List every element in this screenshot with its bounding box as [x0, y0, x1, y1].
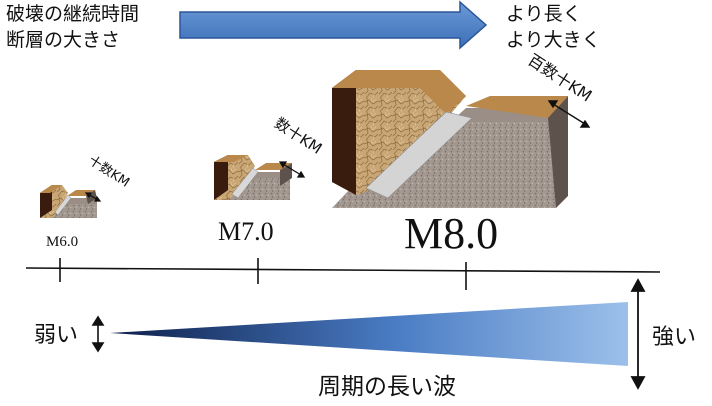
- header-right-line1: より長く: [506, 3, 582, 25]
- wave-intensity-wedge: [110, 302, 628, 366]
- fault-block-m7: [214, 155, 292, 200]
- weak-label: 弱い: [34, 323, 78, 348]
- strong-label: 強い: [652, 325, 696, 350]
- header-left-line1: 破壊の継続時間: [6, 3, 139, 25]
- length-arrow-m8: [547, 100, 591, 128]
- weak-amplitude-arrow: [91, 315, 105, 353]
- header-left-line2: 断層の大きさ: [6, 29, 120, 51]
- increase-arrow: [179, 0, 488, 50]
- magnitude-axis: [25, 258, 661, 290]
- fault-block-m8: [332, 70, 568, 208]
- length-arrow-m7: [278, 161, 306, 178]
- fault-block-m6: [40, 185, 97, 218]
- length-arrow-m6: [84, 192, 102, 202]
- length-label-m6: 十数KM: [85, 153, 132, 190]
- length-label-m7: 数十KM: [271, 114, 325, 158]
- magnitude-label-m6: M6.0: [46, 234, 78, 250]
- header-right-line2: より大きく: [506, 29, 601, 51]
- long-period-wave-label: 周期の長い波: [318, 374, 456, 400]
- magnitude-label-m8: M8.0: [404, 209, 498, 258]
- strong-amplitude-arrow: [630, 278, 646, 390]
- magnitude-label-m7: M7.0: [218, 217, 274, 246]
